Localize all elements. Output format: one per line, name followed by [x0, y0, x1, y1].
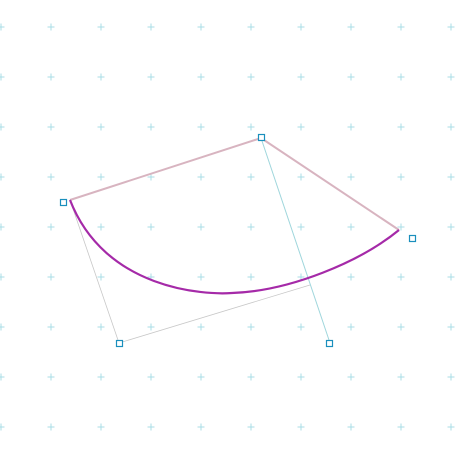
grid-mark: [147, 373, 155, 381]
grid-mark: [397, 273, 405, 281]
grid-mark: [197, 223, 205, 231]
grid-mark: [47, 223, 55, 231]
grid-mark: [297, 23, 305, 31]
grid-mark: [0, 423, 5, 431]
grid-mark: [347, 323, 355, 331]
grid-mark: [297, 173, 305, 181]
center-point-handle[interactable]: [257, 133, 266, 142]
grid-mark: [97, 423, 105, 431]
grid-mark: [247, 173, 255, 181]
grid-mark: [0, 273, 5, 281]
grid-mark: [47, 273, 55, 281]
grid-mark: [47, 173, 55, 181]
grid-mark: [347, 73, 355, 81]
axis-end-handle[interactable]: [325, 339, 334, 348]
grid-mark: [0, 223, 5, 231]
end-point-handle[interactable]: [408, 234, 417, 243]
grid-mark: [297, 373, 305, 381]
grid-mark: [97, 273, 105, 281]
grid-mark: [397, 173, 405, 181]
grid-mark: [47, 423, 55, 431]
grid-mark: [397, 223, 405, 231]
grid-mark: [147, 323, 155, 331]
grid-mark: [397, 373, 405, 381]
grid-mark: [97, 173, 105, 181]
grid-mark: [297, 123, 305, 131]
grid-mark: [197, 323, 205, 331]
pie-outline-radii: [69, 136, 400, 231]
grid-mark: [347, 123, 355, 131]
grid-mark: [97, 23, 105, 31]
grid-mark: [247, 73, 255, 81]
grid-mark: [0, 173, 5, 181]
grid-mark: [447, 73, 455, 81]
grid-mark: [97, 373, 105, 381]
control-point-handle[interactable]: [115, 339, 124, 348]
grid-mark: [147, 423, 155, 431]
grid-mark: [347, 23, 355, 31]
grid-mark: [297, 223, 305, 231]
construction-guide-line: [69, 199, 311, 344]
start-point-handle[interactable]: [59, 198, 68, 207]
grid-mark: [147, 123, 155, 131]
grid-mark: [197, 23, 205, 31]
grid-mark: [247, 123, 255, 131]
grid-mark: [197, 373, 205, 381]
grid-mark: [0, 373, 5, 381]
grid-mark: [447, 223, 455, 231]
grid-mark: [0, 123, 5, 131]
grid-mark: [197, 173, 205, 181]
grid-mark: [397, 323, 405, 331]
grid-mark: [47, 123, 55, 131]
grid-mark: [347, 223, 355, 231]
grid-mark: [447, 23, 455, 31]
grid-mark: [297, 73, 305, 81]
grid-mark: [247, 323, 255, 331]
grid-mark: [297, 423, 305, 431]
grid-mark: [447, 423, 455, 431]
grid-mark: [397, 123, 405, 131]
grid-mark: [47, 323, 55, 331]
grid-mark: [197, 123, 205, 131]
grid-mark: [147, 23, 155, 31]
grid-mark: [397, 423, 405, 431]
grid-mark: [347, 273, 355, 281]
grid-mark: [147, 73, 155, 81]
grid-mark: [447, 273, 455, 281]
grid-mark: [397, 73, 405, 81]
grid-mark: [447, 123, 455, 131]
grid-mark: [147, 223, 155, 231]
grid-mark: [247, 423, 255, 431]
grid-mark: [347, 423, 355, 431]
grid-mark: [347, 173, 355, 181]
grid-mark: [197, 73, 205, 81]
grid-mark: [397, 23, 405, 31]
grid-mark: [47, 73, 55, 81]
grid-mark: [197, 423, 205, 431]
grid-mark: [247, 223, 255, 231]
grid-mark: [447, 373, 455, 381]
grid-mark: [0, 23, 5, 31]
axis-guide-line: [260, 137, 331, 344]
arc-curve[interactable]: [68, 199, 400, 295]
grid-mark: [97, 223, 105, 231]
grid-mark: [97, 73, 105, 81]
grid-mark: [247, 373, 255, 381]
grid-mark: [247, 273, 255, 281]
grid-mark: [0, 73, 5, 81]
grid: [0, 23, 455, 431]
grid-mark: [297, 323, 305, 331]
grid-mark: [447, 323, 455, 331]
grid-mark: [47, 373, 55, 381]
grid-mark: [347, 373, 355, 381]
grid-mark: [47, 23, 55, 31]
grid-mark: [0, 323, 5, 331]
grid-mark: [197, 273, 205, 281]
grid-mark: [447, 173, 455, 181]
grid-mark: [97, 323, 105, 331]
grid-mark: [247, 23, 255, 31]
grid-mark: [97, 123, 105, 131]
